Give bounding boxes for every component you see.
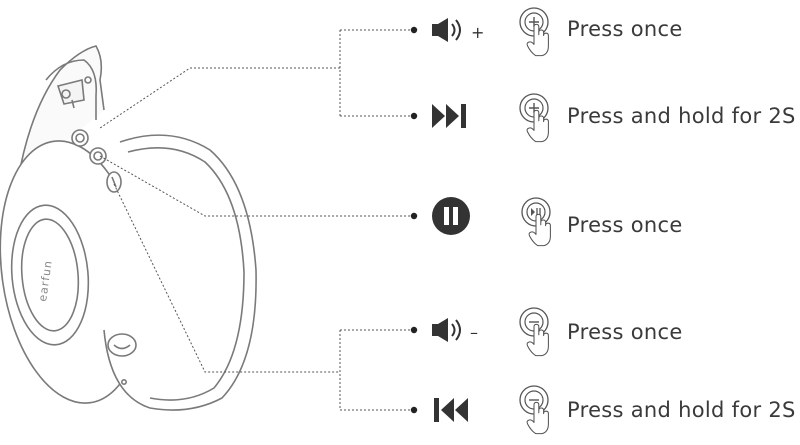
minus-button-icon [519,307,549,357]
plus-button-icon [519,93,549,143]
play-pause-button-icon [521,197,551,247]
brand-logo: earfun [36,259,55,302]
leader-dots [410,26,418,414]
volume-up-icon [432,18,461,42]
instruction-next-track: Press and hold for 2S [567,104,796,128]
instruction-pause: Press once [567,213,683,237]
volume-down-icon [432,318,461,342]
next-track-icon [432,104,466,128]
pause-icon [432,197,470,235]
plus-button-icon [519,7,549,57]
volume-down-minus-sign: – [470,323,478,342]
leader-lines [99,29,414,411]
volume-up-plus-sign: + [471,23,484,42]
instruction-previous-track: Press and hold for 2S [567,398,796,422]
headphone-illustration [0,45,257,411]
previous-track-icon [434,398,468,422]
instruction-volume-down: Press once [567,320,683,344]
minus-button-icon [519,385,549,435]
instruction-volume-up: Press once [567,17,683,41]
